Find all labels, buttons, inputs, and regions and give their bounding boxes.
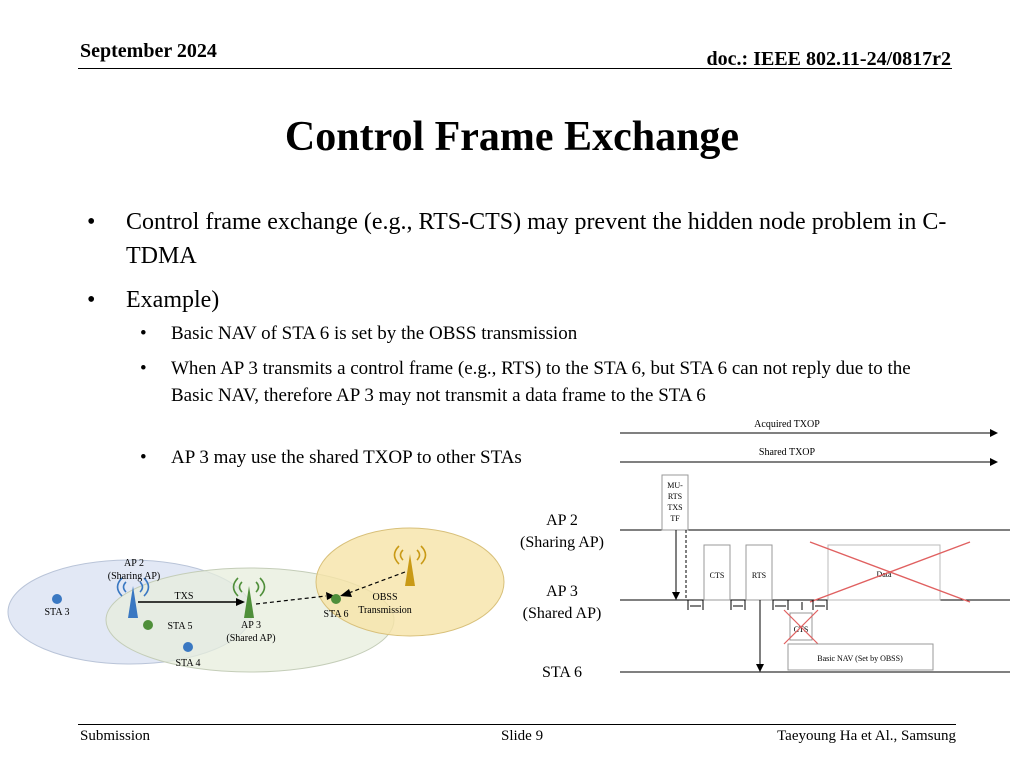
basic-nav-text: Basic NAV (Set by OBSS) (817, 654, 903, 663)
slide-title: Control Frame Exchange (284, 114, 740, 160)
mu-rts-text-2: RTS (668, 492, 682, 501)
obss-antenna-icon (393, 545, 427, 586)
row-ap2-role: (Sharing AP) (520, 534, 604, 551)
sta5-label: STA 5 (167, 621, 192, 632)
network-topology-diagram: AP 2 (Sharing AP) AP 3 (Shared AP) OBSS … (7, 527, 505, 673)
header-date: September 2024 (80, 40, 217, 62)
mu-rts-txs-tf-frame (661, 474, 689, 531)
footer-submission: Submission (80, 728, 151, 744)
rts-frame-text: RTS (752, 571, 766, 580)
bullet-marker: • (87, 287, 96, 313)
sta3-label: STA 3 (44, 607, 69, 618)
footer-rule (78, 724, 956, 725)
sifs-ticks (687, 600, 828, 610)
ap2-role-label: (Sharing AP) (108, 571, 161, 582)
obss-label-2: Transmission (358, 605, 412, 616)
mu-rts-text-1: MU- (667, 481, 683, 490)
bullet-example: Example) (126, 287, 220, 313)
sta4-label: STA 4 (175, 658, 200, 669)
bullet-control-frame: Control frame exchange (e.g., RTS-CTS) m… (126, 209, 947, 269)
sta5-node (143, 620, 153, 630)
ap3-role-label: (Shared AP) (226, 633, 275, 644)
rts-frame-ap3 (745, 544, 773, 601)
txop-timeline-diagram: Acquired TXOP Shared TXOP AP 2 (Sharing … (520, 419, 1010, 681)
footer-slide-number: Slide 9 (501, 728, 544, 744)
row-ap3-label: AP 3 (546, 583, 578, 600)
data-frame (827, 544, 941, 601)
ap2-antenna-icon (116, 577, 150, 618)
header-rule (78, 68, 952, 69)
cts-frame-ap3 (703, 544, 731, 601)
footer-author: Taeyoung Ha et Al., Samsung (777, 728, 956, 744)
ap3-to-sta6-dashed-arrow (255, 595, 327, 605)
acquired-txop-label: Acquired TXOP (754, 419, 820, 430)
shared-txop-label: Shared TXOP (759, 447, 816, 458)
sta6-label: STA 6 (323, 609, 348, 620)
cts-cross-line-2 (783, 609, 819, 645)
sub-bullet-marker: • (140, 358, 147, 379)
obss-label: OBSS (372, 592, 397, 603)
sta4-node (183, 642, 193, 652)
sub-bullet-marker: • (140, 323, 147, 344)
ap3-antenna-icon (232, 577, 266, 618)
ap3-label: AP 3 (241, 620, 261, 631)
sub-bullet-shared-txop: AP 3 may use the shared TXOP to other ST… (171, 447, 522, 468)
ap2-label: AP 2 (124, 558, 144, 569)
cts-frame-text: CTS (710, 571, 725, 580)
sub-bullet-rts: When AP 3 transmits a control frame (e.g… (171, 358, 911, 406)
row-ap2-label: AP 2 (546, 512, 578, 529)
sta6-node (331, 594, 341, 604)
sta3-node (52, 594, 62, 604)
bullet-marker: • (87, 209, 96, 235)
sub-bullet-marker: • (140, 447, 147, 468)
row-ap3-role: (Shared AP) (523, 605, 602, 622)
txs-label: TXS (175, 591, 194, 602)
obss-to-sta6-dashed-arrow (345, 571, 406, 595)
cts-reply-text: CTS (794, 625, 809, 634)
mu-rts-text-4: TF (670, 514, 680, 523)
sub-bullet-basic-nav: Basic NAV of STA 6 is set by the OBSS tr… (171, 323, 578, 344)
data-cross-line-2 (809, 541, 971, 603)
row-sta6-label: STA 6 (542, 664, 582, 681)
basic-nav-box (787, 643, 934, 671)
mu-rts-text-3: TXS (667, 503, 682, 512)
header-doc-id: doc.: IEEE 802.11-24/0817r2 (706, 48, 951, 70)
